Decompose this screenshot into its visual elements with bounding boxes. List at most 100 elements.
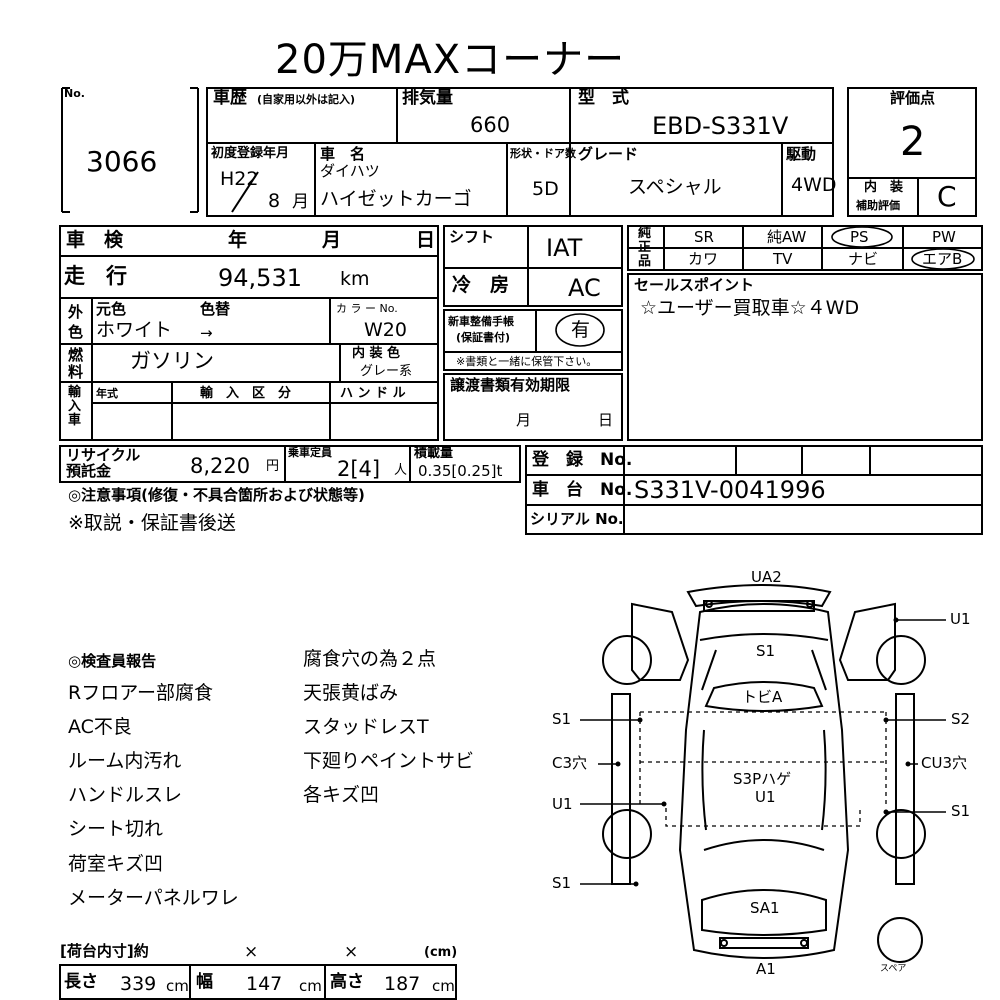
equipment-label: 純正品 bbox=[638, 226, 652, 269]
cargo-width-cm: cm bbox=[299, 977, 322, 995]
drive-value: 4WD bbox=[791, 174, 837, 196]
damage-center-1: S3Pハゲ bbox=[733, 770, 792, 788]
cargo-label: [荷台内寸]約 bbox=[60, 942, 149, 960]
history-note: (自家用以外は記入) bbox=[257, 93, 356, 106]
cargo-length-value: 339 bbox=[120, 973, 157, 995]
equip-leather: カワ bbox=[688, 250, 719, 268]
cargo-length-cm: cm bbox=[166, 977, 189, 995]
manual-label: 新車整備手帳 bbox=[448, 315, 514, 328]
shaken-year-unit: 年 bbox=[228, 229, 248, 251]
equip-alloy-wheels: 純AW bbox=[767, 228, 807, 246]
doors-value: 5D bbox=[532, 178, 559, 200]
mileage-label: 走 行 bbox=[64, 264, 127, 288]
history-label: 車歴 bbox=[213, 88, 247, 108]
inspector-item: AC不良 bbox=[68, 716, 132, 738]
recycle-label: リサイクル bbox=[66, 446, 141, 464]
inspector-item: 荷室キズ凹 bbox=[68, 853, 164, 875]
damage-c3: C3穴 bbox=[552, 754, 588, 772]
cargo-height-label: 高さ bbox=[330, 972, 364, 992]
inspector-item: 下廻りペイントサビ bbox=[303, 750, 475, 772]
equip-sr: SR bbox=[694, 228, 714, 246]
inspector-item: 天張黄ばみ bbox=[303, 682, 399, 704]
model-value: EBD-S331V bbox=[652, 112, 789, 140]
interior-sub-label: 補助評価 bbox=[856, 199, 900, 212]
cargo-height-value: 187 bbox=[384, 973, 421, 995]
inspector-item: ハンドルスレ bbox=[68, 784, 183, 806]
cargo-width-label: 幅 bbox=[196, 972, 213, 992]
equip-airbag: エアB bbox=[922, 250, 963, 268]
color-no-label: カ ラ ー No. bbox=[336, 302, 398, 315]
yen-unit: 円 bbox=[266, 459, 280, 474]
equip-tv: TV bbox=[773, 250, 793, 268]
transfer-day-unit: 日 bbox=[598, 411, 614, 429]
interior-score: C bbox=[937, 180, 957, 213]
inspector-item: スタッドレスT bbox=[303, 716, 429, 738]
damage-s1-right-rear: S1 bbox=[951, 802, 971, 820]
fuel-label: 燃料 bbox=[68, 346, 84, 381]
maker: ダイハツ bbox=[320, 162, 380, 180]
model-label: 型 式 bbox=[578, 88, 629, 108]
car-name: ハイゼットカーゴ bbox=[320, 188, 472, 210]
score-value: 2 bbox=[900, 119, 926, 165]
shaken-label: 車 検 bbox=[66, 229, 124, 251]
score-label: 評価点 bbox=[890, 89, 936, 107]
cargo-height-cm: cm bbox=[432, 977, 455, 995]
equip-navi: ナビ bbox=[848, 250, 879, 268]
first-reg-era: H22 bbox=[220, 168, 259, 190]
cargo-times-1: × bbox=[244, 942, 259, 962]
car-diagram bbox=[602, 584, 926, 963]
capacity-unit: 人 bbox=[394, 463, 408, 478]
chassis-value: S331V-0041996 bbox=[634, 476, 826, 504]
capacity-value: 2[4] bbox=[337, 457, 381, 481]
chassis-label: 車 台 No. bbox=[532, 480, 633, 500]
inspector-item: 各キズ凹 bbox=[303, 784, 380, 806]
damage-tobi: トビA bbox=[742, 688, 783, 706]
month-unit: 月 bbox=[292, 192, 309, 212]
interior-label: 内 装 bbox=[864, 180, 904, 195]
car-name-label: 車 名 bbox=[320, 145, 366, 163]
grade-label: グレード bbox=[578, 145, 639, 163]
inspector-item: ルーム内汚れ bbox=[68, 750, 182, 772]
ac-label: 冷 房 bbox=[452, 274, 510, 296]
damage-ua2: UA2 bbox=[751, 568, 782, 586]
damage-center-2: U1 bbox=[755, 788, 776, 806]
handle-label: ハ ン ド ル bbox=[340, 386, 406, 401]
inspector-item: メーターパネルワレ bbox=[68, 887, 239, 909]
transfer-month-unit: 月 bbox=[516, 411, 532, 429]
cargo-times-2: × bbox=[344, 942, 359, 962]
orig-color-label: 元色 bbox=[96, 300, 127, 318]
inspector-item: Rフロアー部腐食 bbox=[68, 682, 214, 704]
reg-no-label: 登 録 No. bbox=[532, 450, 633, 470]
color-value: ホワイト bbox=[96, 319, 173, 341]
damage-a1: A1 bbox=[756, 960, 776, 978]
displacement-label: 排気量 bbox=[402, 88, 453, 108]
cargo-width-value: 147 bbox=[246, 973, 283, 995]
inspector-label: ◎検査員報告 bbox=[68, 652, 157, 670]
cargo-unit: (cm) bbox=[424, 945, 458, 960]
recycle-sub-label: 預託金 bbox=[66, 462, 112, 480]
repaint-label: 色替 bbox=[200, 300, 231, 318]
equip-pw: PW bbox=[932, 228, 956, 246]
fuel-value: ガソリン bbox=[130, 349, 214, 373]
manual-sub-label: (保証書付) bbox=[456, 331, 511, 344]
color-arrow: → bbox=[200, 324, 213, 342]
inspector-item: 腐食穴の為２点 bbox=[303, 648, 437, 670]
damage-u1-top: U1 bbox=[950, 610, 971, 628]
capacity-label: 乗車定員 bbox=[288, 446, 332, 459]
load-value: 0.35[0.25]t bbox=[418, 462, 503, 480]
sales-point-text: ☆ユーザー買取車☆４WD bbox=[640, 297, 860, 319]
recycle-value: 8,220 bbox=[190, 454, 251, 478]
interior-color-label: 内 装 色 bbox=[352, 346, 401, 361]
load-label: 積載量 bbox=[414, 446, 454, 461]
shift-label: シフト bbox=[449, 228, 495, 246]
mileage-value: 94,531 bbox=[218, 264, 302, 292]
equip-ps: PS bbox=[850, 228, 869, 246]
mileage-unit: km bbox=[340, 268, 370, 290]
manual-value: 有 bbox=[571, 319, 591, 341]
damage-sa1: SA1 bbox=[750, 899, 780, 917]
drive-label: 駆動 bbox=[786, 145, 817, 163]
first-reg-month: 8 bbox=[268, 190, 281, 212]
no-label: No. bbox=[64, 87, 85, 100]
interior-color-value: グレー系 bbox=[360, 364, 413, 379]
